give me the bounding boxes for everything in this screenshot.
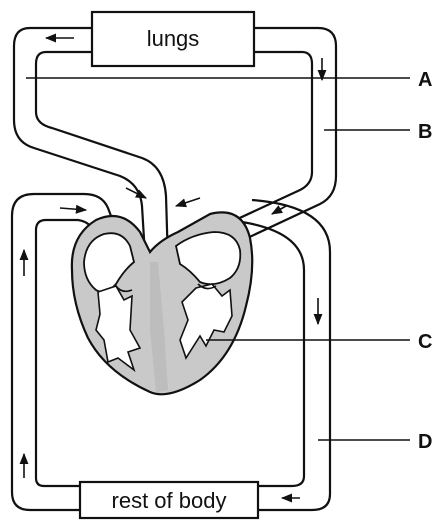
label-b: B [418,121,432,143]
heart [72,212,252,394]
lungs-organ: lungs [92,12,254,66]
flow-arrow [60,208,86,210]
label-a: A [418,69,432,91]
label-d: D [418,431,432,453]
body-organ: rest of body [80,482,258,518]
flow-arrow [176,198,200,206]
lungs-label: lungs [147,26,200,51]
label-c: C [418,331,432,353]
flow-arrow [272,206,286,214]
body-label: rest of body [112,488,227,513]
